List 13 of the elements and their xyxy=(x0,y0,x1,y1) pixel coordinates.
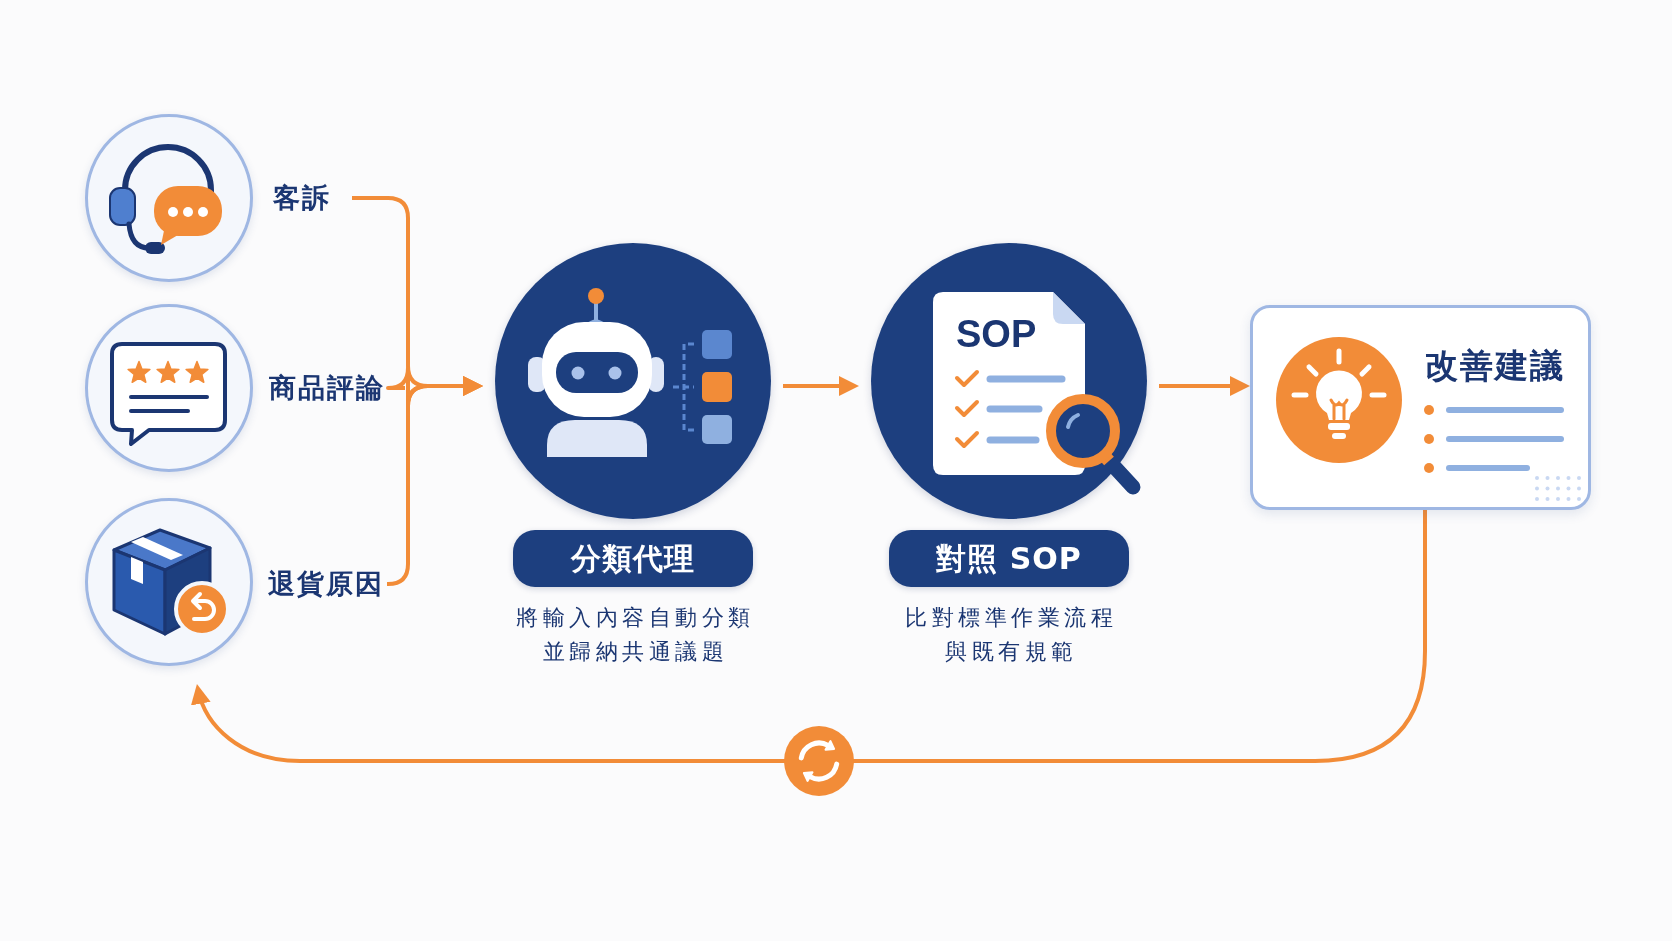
arrow xyxy=(783,376,859,396)
title-pill: 對照 SOP xyxy=(889,530,1129,587)
suggestion-card xyxy=(1250,305,1591,510)
card-title: 改善建議 xyxy=(1425,345,1565,387)
description-text: 比對標準作業流程與既有規範 xyxy=(904,604,1119,666)
arrow xyxy=(1159,376,1250,396)
document-heading: SOP xyxy=(956,315,1037,353)
description-text: 將輸入內容自動分類並歸納共通議題 xyxy=(515,604,756,666)
node-label: 商品評論 xyxy=(269,371,385,405)
arrow xyxy=(192,510,1427,763)
title-pill: 分類代理 xyxy=(513,530,753,587)
node-label: 客訴 xyxy=(273,181,331,215)
node-label: 退貨原因 xyxy=(268,567,384,601)
